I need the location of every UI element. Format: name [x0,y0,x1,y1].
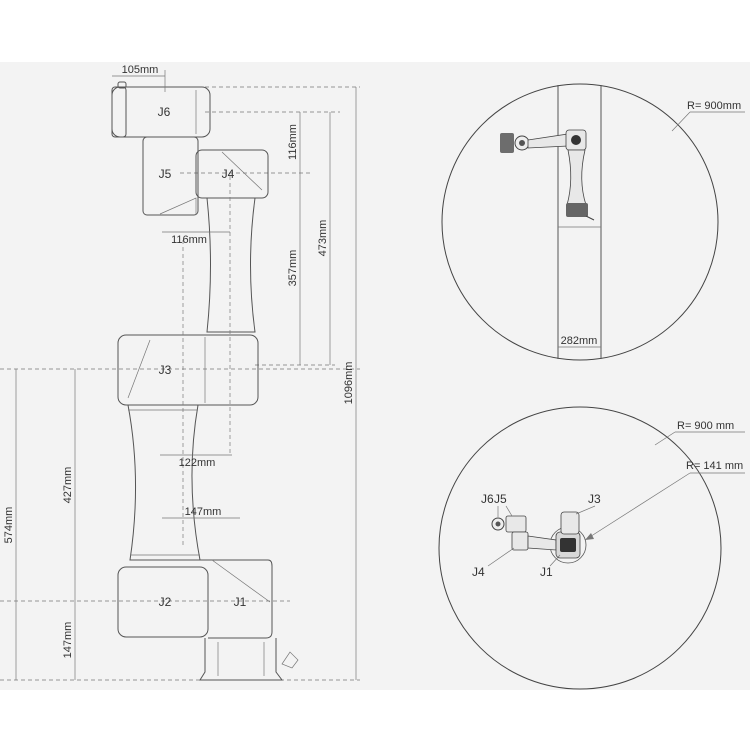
leader-j5 [505,505,513,517]
blabel-j1: J1 [540,565,553,579]
j2-housing [117,566,209,638]
bottom-reach-circle [438,406,722,690]
side-view: J6 J5 J4 J3 J2 J1 105mm 116mm 357mm 473m… [0,64,360,681]
j4-bevel [221,151,263,191]
top-reach-circle [441,83,719,361]
bmini-j6-core [495,521,501,527]
j5-bevel [159,197,197,215]
bottom-mini-robot [491,511,581,559]
inner-radius-leader [584,472,691,541]
bmini-j1-core [560,538,576,552]
dim-105-label: 105mm [122,64,159,76]
dim-574-label: 574mm [3,507,15,544]
mini-wrist [500,133,514,153]
bottom-radius-label: R= 900 mm [677,420,734,432]
label-j2: J2 [159,595,172,609]
label-j1: J1 [234,595,247,609]
dim-116-mid-label: 116mm [171,234,207,246]
base-pedestal [199,638,283,681]
leader-j1 [549,554,561,567]
j1-housing [200,559,273,639]
top-reach-view: R= 900mm 282mm [441,83,745,361]
lower-link [127,404,201,561]
dim-116-top-label: 116mm [287,124,299,160]
j4-housing [195,149,269,199]
top-radius-label: R= 900mm [687,100,741,112]
j3-housing [117,334,259,406]
j6-tool-stub [117,81,127,89]
j1-bevel [211,559,271,603]
j6-flange [111,86,127,138]
top-mini-robot [500,129,595,221]
bottom-reach-view: J6 J5 J3 J4 J1 R= 900 mm R= 141 mm [438,406,745,690]
bmini-j4 [511,531,529,551]
dim-122-label: 122mm [179,457,216,469]
label-j4: J4 [222,167,235,181]
upper-link [206,197,256,333]
dim-147-low-label: 147mm [62,622,74,659]
mini-connector [585,215,595,221]
top-width-label: 282mm [561,335,598,347]
label-j6: J6 [158,105,171,119]
bmini-j3 [560,511,580,535]
blabel-j5: J5 [494,492,507,506]
mini-j5-core [519,140,525,146]
inner-radius-arrow [585,533,594,540]
label-j5: J5 [159,167,172,181]
background-panel [0,62,750,690]
leader-j4 [487,547,515,567]
blabel-j6: J6 [481,492,494,506]
mini-base [566,203,588,217]
j5-housing [142,136,199,216]
dim-1096-label: 1096mm [343,362,355,405]
bottom-radius-leader [654,431,676,446]
dim-357-label: 357mm [287,250,299,287]
dim-473-label: 473mm [317,220,329,257]
label-j3: J3 [159,363,172,377]
dim-147-mid-label: 147mm [185,506,222,518]
inner-radius-label: R= 141 mm [686,460,743,472]
blabel-j3: J3 [588,492,601,506]
j3-bevel [127,339,151,399]
bmini-j5 [505,515,527,533]
base-connector [281,651,299,669]
top-radius-leader [671,111,691,132]
mini-j3-core [571,135,581,145]
blabel-j4: J4 [472,565,485,579]
dim-427-label: 427mm [62,467,74,504]
leader-j3 [575,505,596,515]
